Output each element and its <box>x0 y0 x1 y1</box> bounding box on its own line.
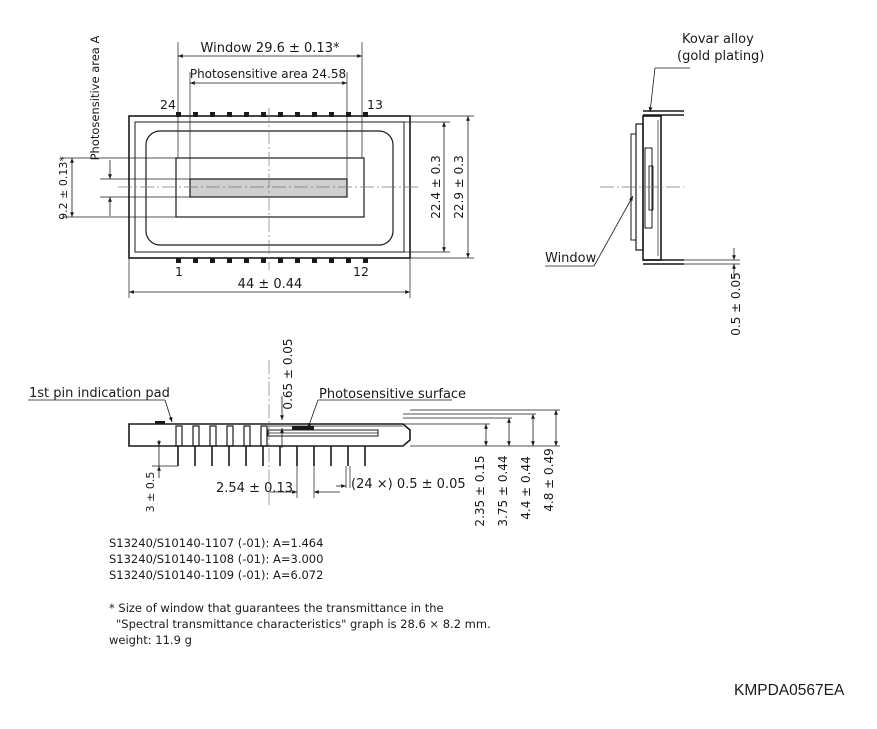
lead-thickness-label: 0.5 ± 0.05 <box>729 272 743 336</box>
window-height-dimension-label: 9.2 ± 0.13* <box>57 156 70 220</box>
kovar-alloy-label: Kovar alloy <box>682 32 754 47</box>
side-view-labels: Kovar alloy (gold plating) Window 0.5 ± … <box>545 32 764 336</box>
gold-plating-label: (gold plating) <box>677 49 764 64</box>
side-window-label: Window <box>545 251 597 266</box>
pin-1-label: 1 <box>175 264 183 279</box>
pitch-label: 2.54 ± 0.13 <box>216 481 293 496</box>
front-view <box>28 360 560 505</box>
variant-line: S13240/S10140-1107 (-01): A=1.464 <box>109 536 324 550</box>
height-4-8-label: 4.8 ± 0.49 <box>542 448 556 512</box>
height-2-35-label: 2.35 ± 0.15 <box>473 455 487 526</box>
pin-24-label: 24 <box>160 97 176 112</box>
weight-label: weight: 11.9 g <box>109 633 192 647</box>
variant-line: S13240/S10140-1109 (-01): A=6.072 <box>109 568 324 582</box>
pin1-pad-label: 1st pin indication pad <box>29 386 170 401</box>
pin-13-label: 13 <box>367 97 383 112</box>
top-view <box>62 42 474 298</box>
photosensitive-area-a-label: Photosensitive area A <box>88 35 102 160</box>
variant-line: S13240/S10140-1108 (-01): A=3.000 <box>109 552 324 566</box>
inner-height-dimension-label: 22.4 ± 0.3 <box>429 155 443 219</box>
lead-width-label: (24 ×) 0.5 ± 0.05 <box>351 477 466 492</box>
height-4-4-label: 4.4 ± 0.44 <box>519 456 533 520</box>
height-3-75-label: 3.75 ± 0.44 <box>496 455 510 526</box>
photosensitive-surface-label: Photosensitive surface <box>319 387 466 402</box>
footnote-line-1: * Size of window that guarantees the tra… <box>109 601 444 615</box>
bottom-pins <box>176 258 368 263</box>
window-dimension-label: Window 29.6 ± 0.13* <box>201 41 340 56</box>
drawing-id: KMPDA0567EA <box>734 682 845 699</box>
outer-height-dimension-label: 22.9 ± 0.3 <box>452 155 466 219</box>
side-view <box>545 67 740 278</box>
window-outline <box>145 130 394 246</box>
pin-12-label: 12 <box>353 264 369 279</box>
lead-length-label: 3 ± 0.5 <box>144 472 157 513</box>
width-dimension-label: 44 ± 0.44 <box>238 277 303 292</box>
surface-offset-label: 0.65 ± 0.05 <box>281 338 295 409</box>
front-leads <box>177 446 366 466</box>
top-view-labels: Window 29.6 ± 0.13* Photosensitive area … <box>57 35 466 292</box>
footnote-line-2: "Spectral transmittance characteristics"… <box>116 617 491 631</box>
top-pins <box>176 112 368 117</box>
photosensitive-area-dimension-label: Photosensitive area 24.58 <box>190 67 346 81</box>
front-view-labels: 1st pin indication pad 0.65 ± 0.05 Photo… <box>29 338 556 526</box>
photosensitive-area <box>189 178 348 198</box>
